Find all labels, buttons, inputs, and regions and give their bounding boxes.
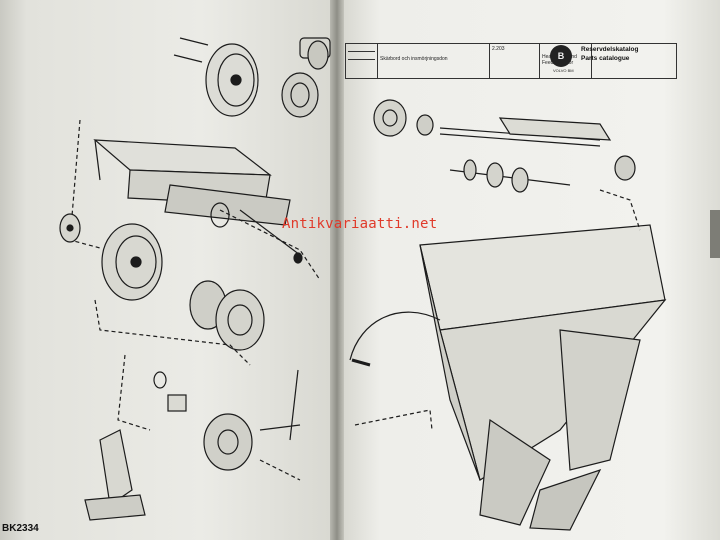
page-number: 2.203 xyxy=(492,46,505,52)
pulley-assembly-top xyxy=(173,37,331,118)
left-page xyxy=(0,0,336,540)
head-frame xyxy=(93,139,291,226)
sprocket-shaft xyxy=(449,155,636,193)
logo-letter: B xyxy=(557,51,565,61)
section-sv-cell: Skärbord och insmörjningsdon xyxy=(378,44,490,78)
header-left-cells xyxy=(346,44,378,78)
pulley-assembly-middle xyxy=(59,202,303,351)
header-trough xyxy=(419,224,667,531)
gearbox-assembly xyxy=(84,369,301,521)
section-sv: Skärbord och insmörjningsdon xyxy=(380,56,448,62)
page-number-cell: 2.203 xyxy=(490,44,540,78)
catalog-title: Reservdelskatalog Parts catalogue xyxy=(581,45,638,63)
drawing-code: BK2334 xyxy=(2,523,39,534)
catalog-title-sv: Reservdelskatalog xyxy=(581,46,639,53)
brand-logo: B xyxy=(550,45,572,67)
watermark-text: Antikvariaatti.net xyxy=(282,216,438,232)
book-gutter xyxy=(330,0,344,540)
catalog-title-en: Parts catalogue xyxy=(581,55,630,62)
upper-shaft-assembly xyxy=(373,99,612,147)
page-edge-tab xyxy=(710,210,720,258)
logo-text: VOLVO BM xyxy=(553,68,574,73)
